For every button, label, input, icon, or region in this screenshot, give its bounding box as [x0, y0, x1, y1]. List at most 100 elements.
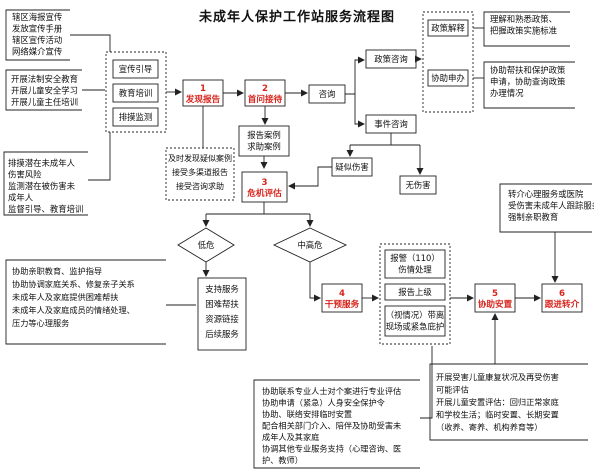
policy-explain-label: 政策解释	[431, 23, 465, 33]
step-assessment-number: 3	[262, 178, 268, 188]
low-risk-diamond-label: 低危	[198, 240, 215, 250]
mid-high-risk-diamond-label: 中高危	[297, 240, 323, 250]
support-service-item: 困难帮扶	[205, 299, 239, 309]
low-risk-note-line: 未成年人及家庭成员的情绪处理、	[12, 305, 135, 315]
note-monitoring-bracket	[3, 151, 88, 216]
report-case-box	[238, 125, 290, 157]
intervention-note-line: 协助、联络安排临时安置	[262, 409, 352, 419]
referral-note-line: 强制亲职教育	[508, 212, 558, 222]
policy-explain-box	[427, 19, 469, 37]
note-publicity-line: 发放宣传手册	[12, 24, 63, 34]
note-publicity-line: 辖区海报宣传	[12, 12, 62, 22]
step-assessment-box	[241, 171, 288, 203]
channel-label: 排摸监测	[119, 112, 153, 122]
placement-note-line: 开展儿童安置评估：回归正常家庭	[436, 397, 559, 407]
referral-note-line: 转介心理服务或医院	[508, 189, 584, 199]
note-education-line: 开展儿童主任培训	[11, 97, 78, 107]
note-education-bracket	[5, 69, 82, 111]
policy-note-1-bracket	[483, 11, 570, 47]
intervention-note-line: 协助联系专业人士对个案进行专业评估	[262, 386, 401, 396]
event-consult-label: 事件咨询	[374, 119, 408, 129]
intervention-1-label-line: 伤情处理	[398, 265, 432, 275]
note-publicity-line: 辖区宣传活动	[12, 35, 62, 45]
placement-note-line: 开展受害儿童康复状况及再受伤害	[436, 372, 559, 382]
connector-intnote-group	[420, 346, 433, 419]
step-placement-box	[474, 283, 516, 313]
step-referral-number: 6	[559, 289, 565, 299]
note-publicity-bracket	[5, 9, 70, 61]
policy-note-2-line: 协助帮扶和保护政策	[490, 65, 566, 75]
channel-label: 教育培训	[119, 88, 153, 98]
support-service-item: 资源链接	[205, 314, 239, 324]
step-referral-box	[541, 283, 583, 313]
referral-note-line: 受伤害未成年人跟踪服务	[508, 201, 594, 211]
note-monitoring-line: 监测潜在被伤害未	[8, 181, 76, 191]
policy-note-1-line: 把握政策实施标准	[490, 26, 557, 36]
intervention-note-line: 护、教师）	[262, 455, 303, 465]
intervention-2-label: 报告上级	[398, 287, 432, 297]
intervention-note-line: 协调其他专业服务支持（心理咨询、医	[262, 444, 401, 454]
step-intervention-number: 4	[339, 289, 345, 299]
consult-label: 咨询	[319, 89, 336, 99]
placement-note-line: 可能评估	[436, 385, 469, 395]
note-education-line: 开展儿童安全学习	[11, 86, 78, 96]
policy-apply-box	[427, 69, 469, 87]
support-service-item: 后续服务	[205, 329, 239, 339]
policy-consult-label: 政策咨询	[374, 54, 408, 64]
step-placement-label: 协助安置	[478, 298, 513, 310]
intervention-3-label-line: （视情况）带离	[386, 310, 445, 320]
support-service-item: 支持服务	[205, 284, 239, 294]
channel-box	[112, 107, 159, 127]
connector-publicity	[70, 34, 111, 62]
placement-note-line: （收养、寄养、机构养育等）	[436, 422, 542, 432]
low-risk-note-line: 压力等心理服务	[12, 318, 69, 328]
connector-monitoring	[88, 116, 111, 181]
low-risk-note-line: 协助协调家庭关系、修复亲子关系	[12, 279, 135, 289]
note-monitoring-line: 伤害风险	[8, 170, 42, 180]
no-harm-box	[399, 175, 437, 195]
low-risk-note-line: 未成年人及家庭提供困难帮扶	[12, 292, 118, 302]
report-case-label-line: 求助案例	[247, 142, 281, 152]
step-intervention-box	[321, 283, 363, 313]
intervention-box-3	[384, 305, 446, 337]
intervention-note-bracket	[253, 379, 420, 469]
arrow-consult-event	[354, 94, 365, 128]
step-intervention-label: 干预服务	[325, 298, 360, 310]
step-discover-number: 1	[200, 84, 206, 94]
intervention-note-line: 协助申请（紧急）人身安全保护令	[262, 398, 385, 408]
arrow-suspected-step3	[288, 166, 332, 190]
report-source-item: 接受多渠道报告	[172, 167, 228, 177]
policy-note-2-line: 申请，协助查询政策	[490, 77, 566, 87]
step-discover-label: 发现报告	[185, 93, 221, 105]
note-education-line: 开展法制安全教育	[11, 74, 78, 84]
report-sources-group	[165, 147, 235, 201]
channel-box	[112, 83, 159, 103]
note-monitoring-line: 监督引导、教育培训	[8, 204, 83, 214]
referral-note-bracket	[499, 183, 592, 233]
intervention-3-label-line: 现场或紧急庇护	[386, 322, 445, 332]
intervention-note-line: 成年人及其家庭	[262, 432, 319, 442]
step-assessment-label: 危机评估	[246, 187, 282, 199]
note-publicity-line: 网络媒介宣传	[12, 47, 62, 57]
step-referral-label: 跟进转介	[545, 298, 580, 310]
placement-note-bracket	[429, 363, 588, 441]
policy-apply-label: 协助申办	[431, 73, 465, 83]
support-services-box	[197, 277, 247, 351]
policy-note-1-line: 理解和熟悉政策、	[490, 14, 557, 24]
low-risk-note-line: 协助亲职教育、监护指导	[12, 266, 102, 276]
arrow-consult-policy	[345, 56, 365, 95]
suspected-harm-label: 疑似伤害	[335, 162, 369, 172]
no-harm-label: 无伤害	[405, 180, 430, 190]
step-placement-number: 5	[492, 289, 498, 299]
intervention-1-label-line: 报警（110）	[390, 253, 440, 263]
intervention-box-2	[384, 283, 446, 301]
note-monitoring-line: 成年人	[8, 193, 34, 203]
note-monitoring-line: 排摸潜在未成年人	[8, 158, 76, 168]
intervention-box-1	[384, 249, 446, 279]
policy-note-2-line: 办理情况	[490, 88, 524, 98]
policy-note-2-bracket	[483, 61, 575, 109]
report-source-item: 接受咨询求助	[176, 181, 224, 191]
report-source-item: 及时发现疑似案例	[168, 153, 232, 163]
low-risk-note-bracket	[5, 259, 166, 345]
